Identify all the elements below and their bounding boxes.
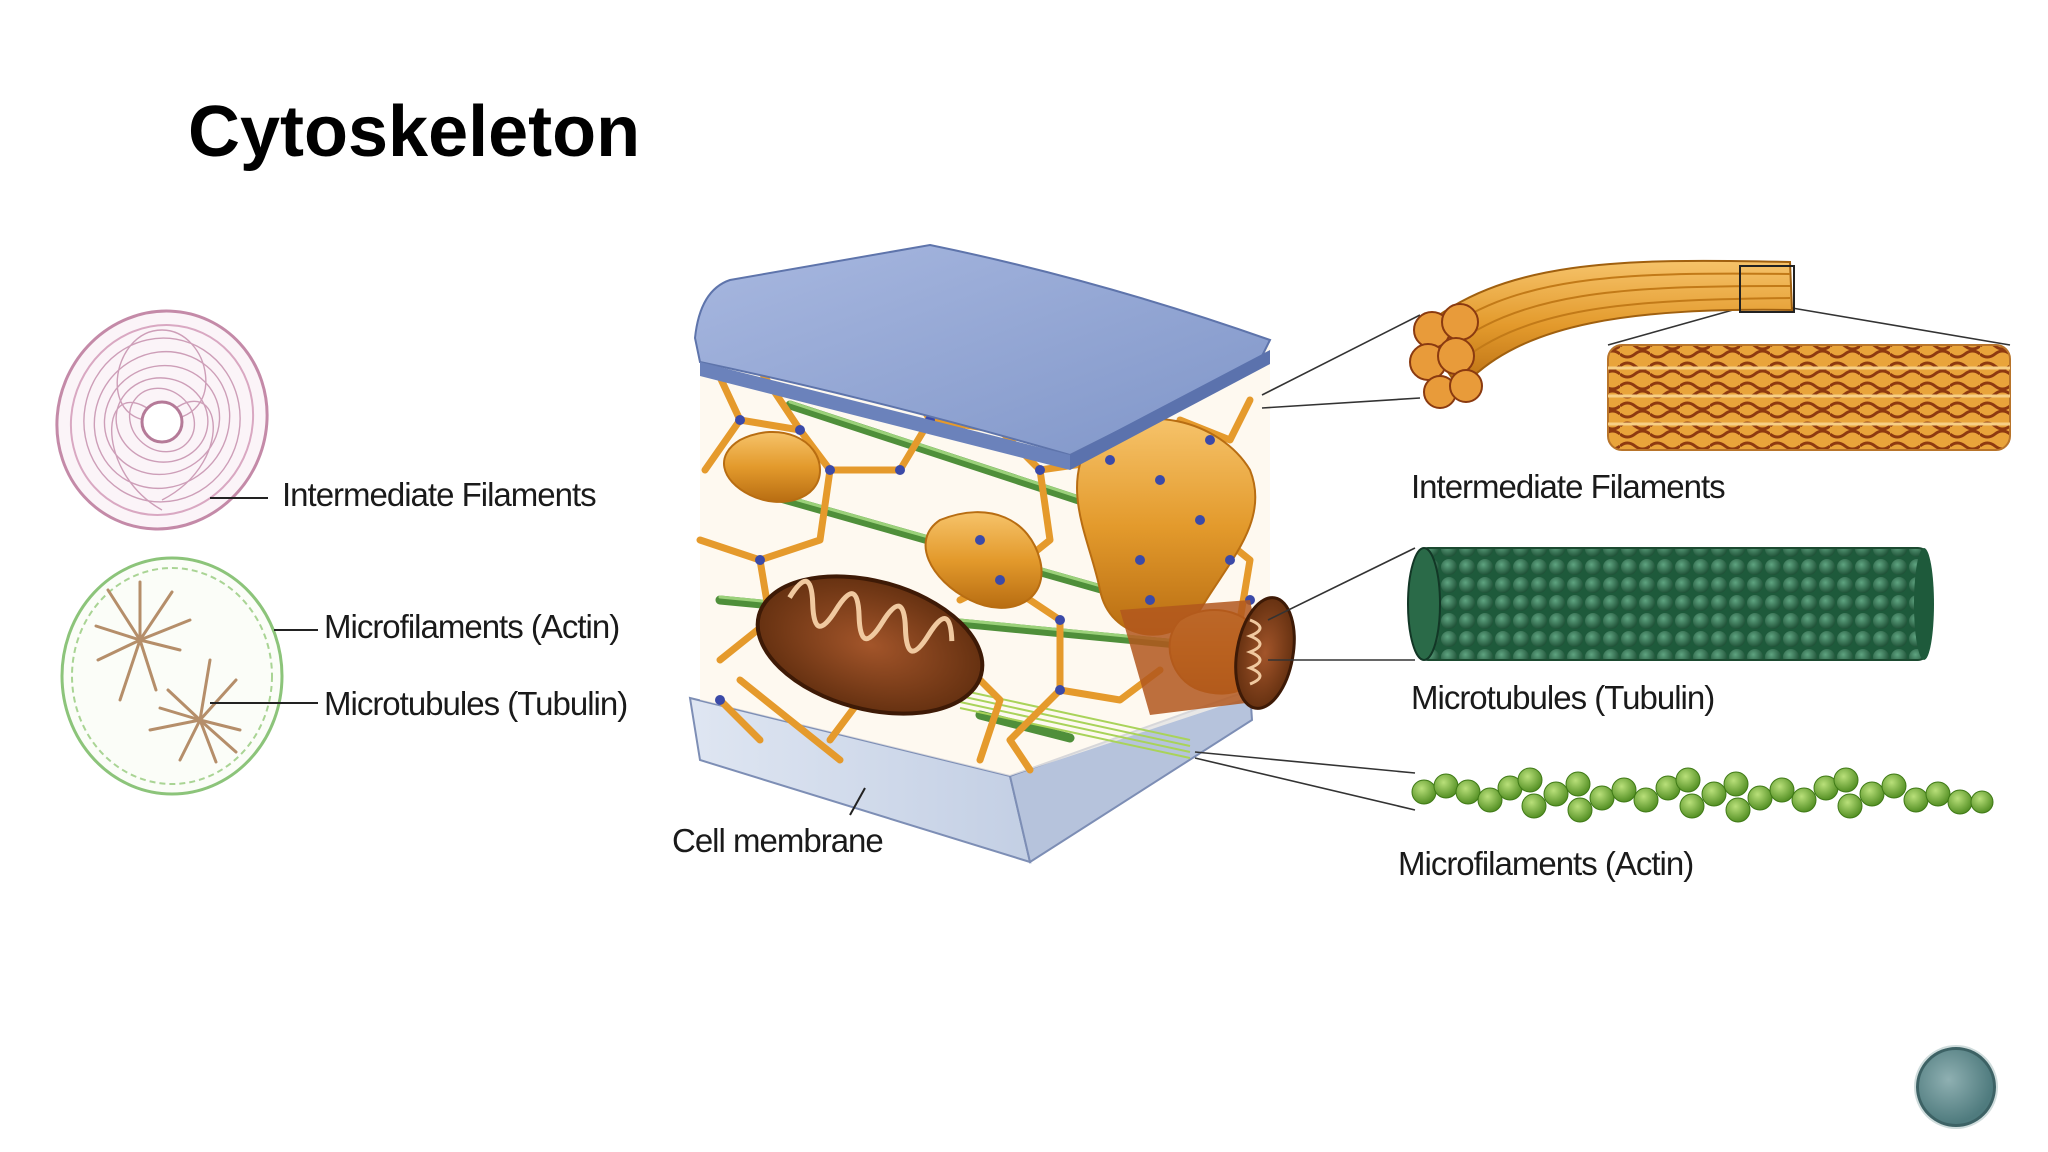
- right-label-microtubules: Microtubules (Tubulin): [1411, 679, 1715, 716]
- leader-line: [849, 787, 866, 816]
- left-label-intermediate-filaments: Intermediate Filaments: [282, 476, 597, 513]
- left-label-microfilaments: Microfilaments (Actin): [324, 608, 620, 645]
- left-cell-intermediate-filaments: [55, 309, 269, 531]
- next-slide-button[interactable]: [1916, 1047, 1996, 1127]
- right-label-microfilaments: Microfilaments (Actin): [1398, 845, 1694, 882]
- slide-title: Cytoskeleton: [188, 92, 641, 172]
- cell-membrane-label: Cell membrane: [672, 822, 884, 859]
- connector-lines: [1194, 307, 2011, 811]
- intermediate-filament-rope: [1409, 259, 1795, 409]
- right-label-intermediate-filaments: Intermediate Filaments: [1411, 468, 1726, 505]
- microtubule-illustration: [1407, 547, 1934, 661]
- mitochondrion-side: [1120, 596, 1296, 715]
- mitochondrion: [755, 574, 985, 716]
- zoom-box: [1739, 265, 1795, 313]
- left-label-microtubules: Microtubules (Tubulin): [324, 685, 628, 722]
- microfilament-illustration: [1411, 767, 1994, 823]
- left-cell-microfilaments-microtubules: [60, 556, 284, 796]
- cytoskeleton-3d-block: [688, 243, 1296, 864]
- intermediate-filament-zoom: [1607, 344, 2011, 451]
